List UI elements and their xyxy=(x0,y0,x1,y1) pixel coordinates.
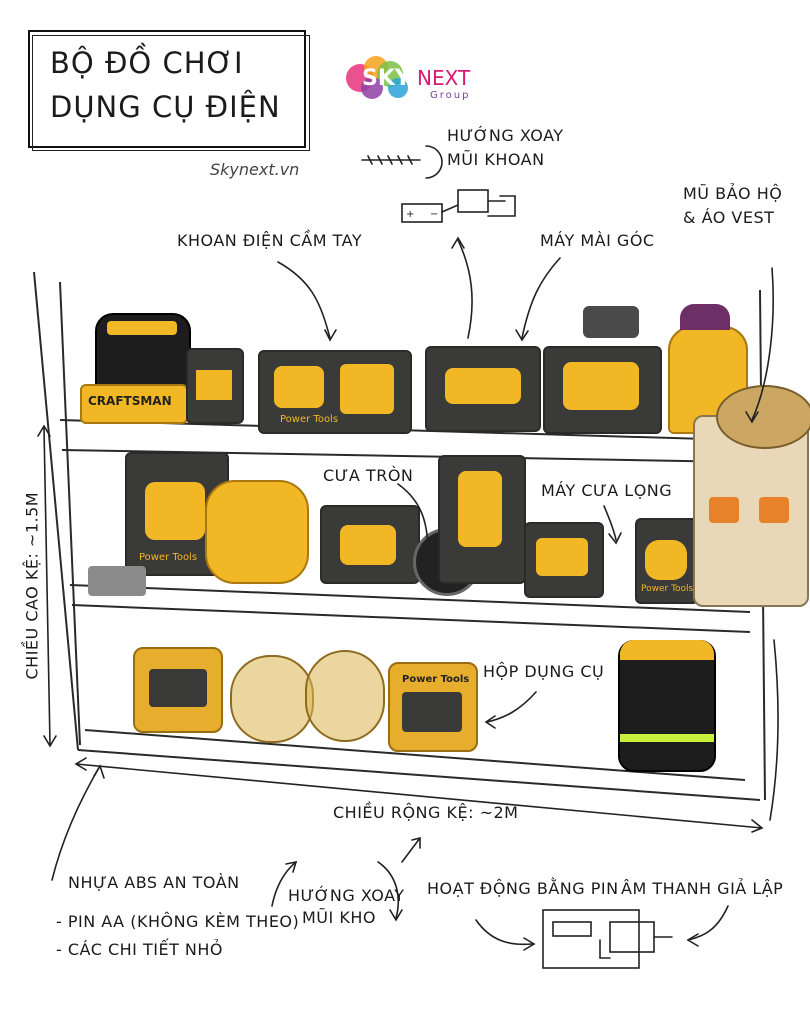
jigsaw-box xyxy=(524,522,604,598)
label-jigsaw: MÁY CƯA LỌNG xyxy=(541,481,673,500)
label-helmet-vest-2: & ÁO VEST xyxy=(683,208,775,227)
label-drill-direction: HƯỚNG XOAY xyxy=(447,126,564,145)
brand-logo: SKY NEXT Group xyxy=(342,48,477,108)
label-drill-direction-b: HƯỚNG XOAY xyxy=(288,886,405,905)
hand-drill-box: Power Tools xyxy=(258,350,412,434)
title-line-1: BỘ ĐỒ CHƠI xyxy=(50,46,244,80)
chainsaw-toy xyxy=(205,480,309,584)
angle-grinder-box xyxy=(425,346,541,432)
visor-accessory xyxy=(583,306,639,338)
logo-text: SKY xyxy=(362,66,411,91)
title-frame xyxy=(28,30,306,148)
power-tools-text-3: Power Tools xyxy=(641,584,694,594)
label-battery-powered: HOẠT ĐỘNG BẰNG PIN xyxy=(427,879,619,898)
power-tools-text-4: Power Tools xyxy=(402,674,470,685)
label-sound: ÂM THANH GIẢ LẬP xyxy=(621,879,784,898)
label-drill-direction-2: MŨI KHOAN xyxy=(447,150,545,169)
jackhammer-box xyxy=(438,455,526,584)
label-drill-direction-b2: MŨI KHO xyxy=(302,908,376,927)
clear-case-2 xyxy=(305,650,385,742)
website-text: Skynext.vn xyxy=(210,160,300,179)
logo-text-2: NEXT xyxy=(417,66,471,90)
label-abs-plastic: NHỰA ABS AN TOÀN xyxy=(68,873,240,892)
logo-sub: Group xyxy=(430,90,471,101)
label-small-parts: - CÁC CHI TIẾT NHỎ xyxy=(56,940,224,959)
cloth-accessory xyxy=(88,566,146,596)
power-tools-text-2: Power Tools xyxy=(139,552,198,563)
battery-plus-icon: + xyxy=(406,209,414,220)
toolbox-case-2: Power Tools xyxy=(388,662,478,752)
battery-minus-icon: − xyxy=(430,209,438,220)
logo-bubbles-icon xyxy=(346,56,408,99)
backpack-dark xyxy=(618,640,716,772)
label-shelf-width: CHIỀU RỘNG KỆ: ~2M xyxy=(333,803,519,822)
label-battery-aa: - PIN AA (KHÔNG KÈM THEO) xyxy=(56,912,300,931)
title-line-2: DỤNG CỤ ĐIỆN xyxy=(50,90,281,124)
label-toolbox: HỘP DỤNG CỤ xyxy=(483,662,605,681)
grinder-set-box xyxy=(543,346,662,434)
label-circular-saw: CƯA TRÒN xyxy=(323,466,414,485)
work-light-box xyxy=(186,348,244,424)
title-box: BỘ ĐỒ CHƠI DỤNG CỤ ĐIỆN xyxy=(28,30,310,151)
title-frame-shadow xyxy=(32,35,310,151)
power-tools-text-1: Power Tools xyxy=(280,414,339,425)
craftsman-text: CRAFTSMAN xyxy=(88,394,172,408)
label-hand-drill: KHOAN ĐIỆN CẦM TAY xyxy=(177,231,363,250)
label-angle-grinder: MÁY MÀI GÓC xyxy=(540,231,655,250)
circular-saw-box xyxy=(320,505,420,584)
toolbox-case-1 xyxy=(133,647,223,733)
label-helmet-vest: MŨ BẢO HỘ xyxy=(683,184,783,203)
craftsman-toolbox: CRAFTSMAN xyxy=(80,384,188,424)
